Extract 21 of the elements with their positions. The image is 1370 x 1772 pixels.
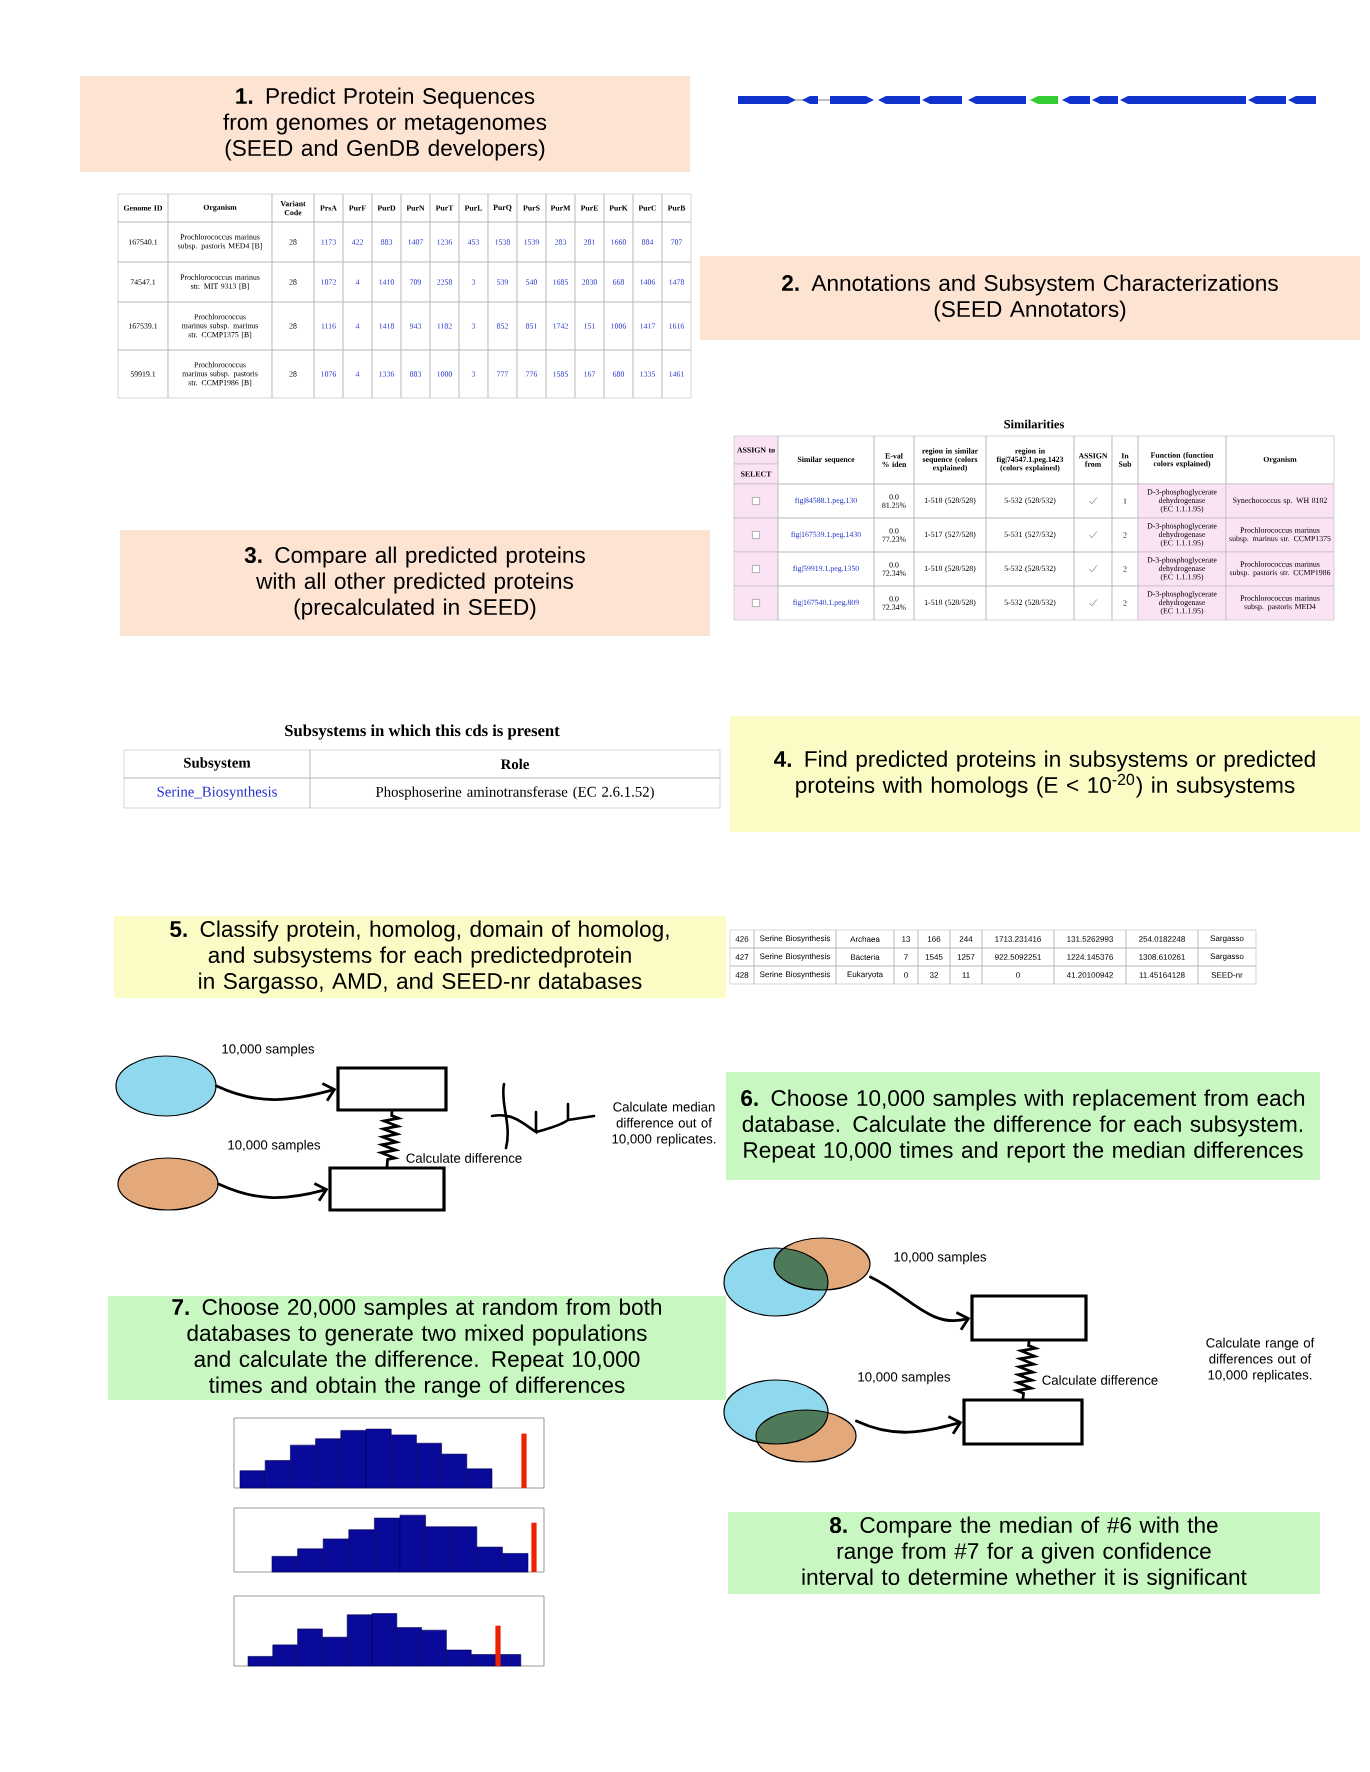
step-box: 3. Compare all predicted proteins with all other predicted proteins (precalculated in SEED) bbox=[120, 530, 710, 636]
ellipse bbox=[117, 1157, 219, 1211]
overlapping-ellipses bbox=[723, 1237, 871, 1317]
step-box: 1. Predict Protein Sequences from genomes or metagenomes (SEED and GenDB developers) bbox=[80, 76, 690, 172]
table-title: Subsystems in which this cds is present bbox=[285, 724, 560, 740]
rectangle-box bbox=[970, 1294, 1088, 1342]
step-box: 7. Choose 20,000 samples at random from both databases to generate two mixed populations and calculate the difference. Repeat 10,000 times and obtain the range of differences bbox=[108, 1296, 726, 1400]
step-box: 4. Find predicted proteins in subsystems or predicted proteins with homologs (E < 10$^{-20}$) in subsystems bbox=[730, 716, 1360, 832]
ellipse bbox=[115, 1055, 217, 1117]
arrow bbox=[869, 1275, 971, 1331]
rectangle-box bbox=[328, 1166, 446, 1212]
step-box: 8. Compare the median of #6 with the range from #7 for a given confidence interval to determine whether it is significant bbox=[728, 1512, 1320, 1594]
overlapping-ellipses bbox=[723, 1379, 857, 1463]
arrow bbox=[215, 1082, 337, 1102]
step-box: 6. Choose 10,000 samples with replacement from each database. Calculate the difference for each subsystem. Repeat 10,000 times and report the median differences bbox=[726, 1072, 1320, 1180]
arrow bbox=[855, 1415, 963, 1435]
rectangle-box bbox=[962, 1398, 1084, 1446]
rectangle-box bbox=[336, 1066, 448, 1112]
arrow bbox=[217, 1182, 329, 1202]
step-box: 2. Annotations and Subsystem Characterizations (SEED Annotators) bbox=[700, 256, 1360, 340]
step-box: 5. Classify protein, homolog, domain of homolog, and subsystems for each predictedprotein in Sargasso, AMD, and SEED-nr databases bbox=[114, 916, 726, 998]
